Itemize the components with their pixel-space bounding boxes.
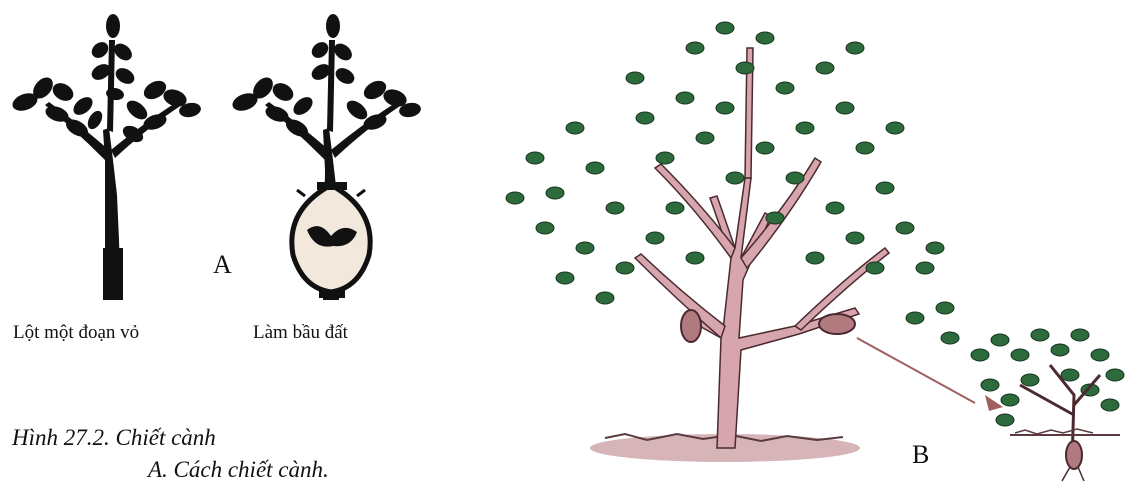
rooted-sapling-illustration — [960, 315, 1130, 485]
figure-caption-line1: Hình 27.2. Chiết cành — [12, 425, 216, 451]
step1-label: Lột một đoạn vỏ — [13, 322, 139, 344]
soil-ball-illustration — [225, 10, 425, 300]
figure-caption-line2: A. Cách chiết cành. — [148, 457, 329, 483]
panel-a-letter: A — [213, 250, 232, 280]
tree-illustration — [495, 8, 975, 478]
branch-peeled-illustration — [5, 10, 205, 300]
step2-label: Làm bầu đất — [253, 322, 348, 344]
panel-b-letter: B — [912, 440, 929, 470]
